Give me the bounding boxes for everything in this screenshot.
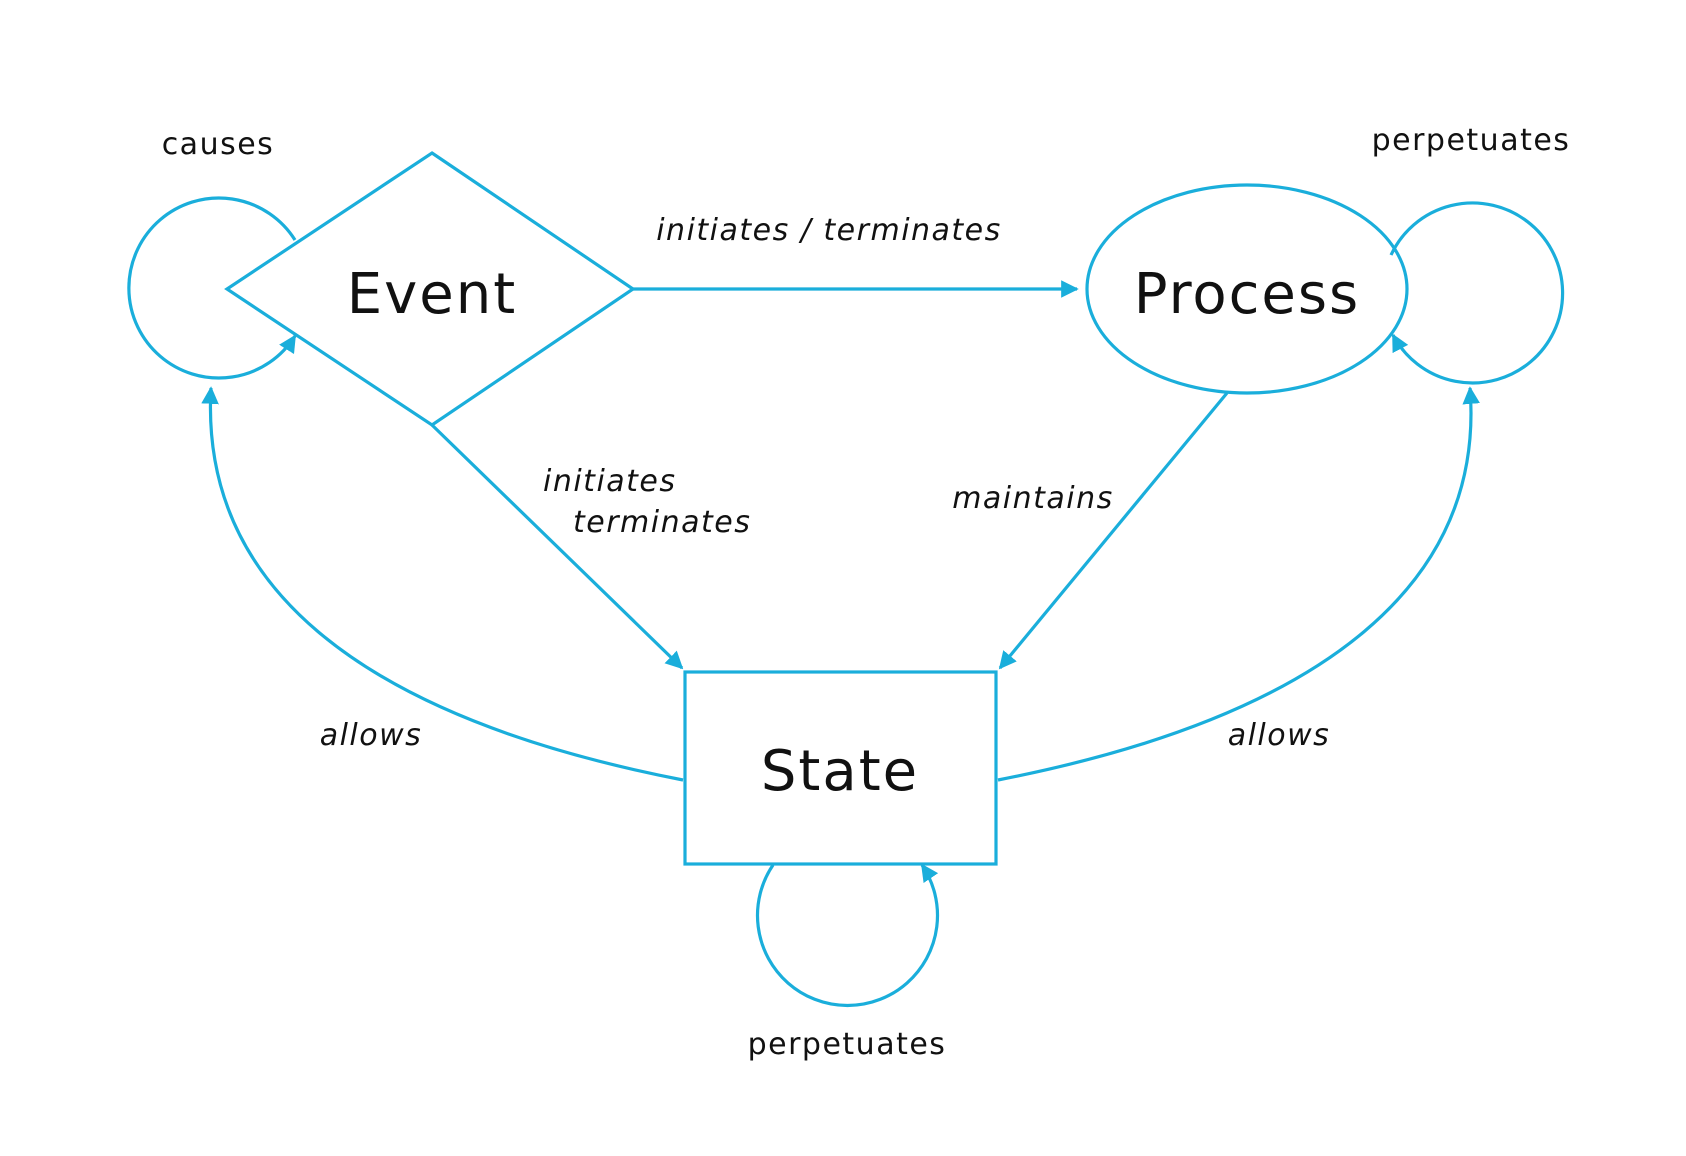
state-node <box>683 670 998 866</box>
loop-label-event: causes <box>162 127 275 162</box>
process-node <box>1085 183 1409 395</box>
edge-label-event-state-line1: initiates <box>543 464 677 499</box>
edge-process-to-state <box>998 391 1229 670</box>
edge-state-to-process <box>997 386 1480 782</box>
edge-event-to-state <box>430 423 684 670</box>
state-self-loop <box>755 863 940 1008</box>
loop-label-process: perpetuates <box>1372 123 1571 158</box>
edge-label-event-process: initiates / terminates <box>656 213 1002 248</box>
state-label: State <box>761 739 919 804</box>
edge-state-to-event <box>201 386 684 782</box>
edge-label-state-event: allows <box>320 718 423 753</box>
loop-label-state: perpetuates <box>748 1027 947 1062</box>
edge-label-event-state-line2: terminates <box>573 505 751 540</box>
event-label: Event <box>347 262 517 327</box>
edge-label-state-process: allows <box>1228 718 1331 753</box>
process-label: Process <box>1134 262 1360 327</box>
event-self-loop <box>127 196 297 380</box>
edge-label-process-state: maintains <box>952 481 1114 516</box>
process-self-loop <box>1389 201 1565 385</box>
